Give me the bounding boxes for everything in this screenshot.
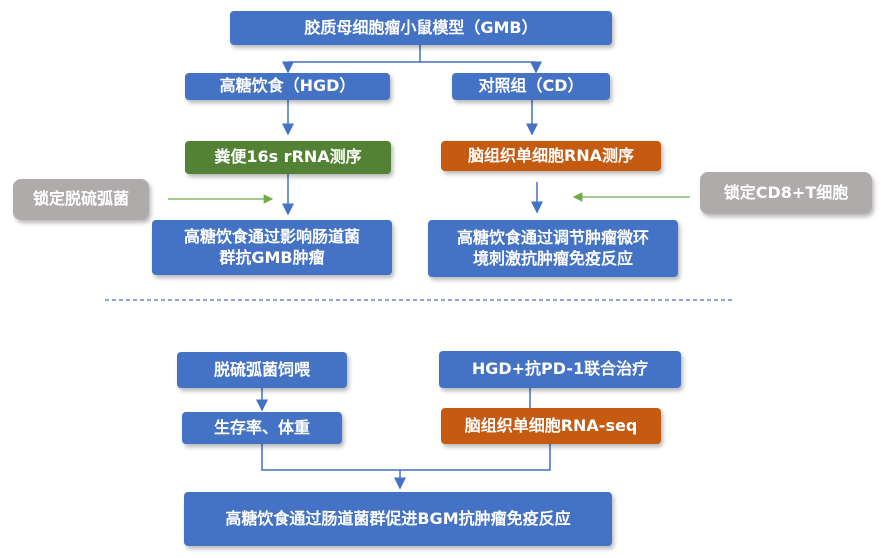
brain-rnaseq-label: 脑组织单细胞RNA-seq — [464, 415, 638, 435]
combo-therapy-box: HGD+抗PD-1联合治疗 — [439, 351, 681, 388]
tumor-microenvironment-conclusion-box: 高糖饮食通过调节肿瘤微环 境刺激抗肿瘤免疫反应 — [428, 220, 678, 277]
tumor-microenvironment-conclusion-line2: 境刺激抗肿瘤免疫反应 — [472, 248, 633, 268]
brain-rnaseq-box: 脑组织单细胞RNA-seq — [441, 408, 661, 444]
survival-weight-box: 生存率、体重 — [182, 412, 342, 444]
desulfovibrio-label-box: 锁定脱硫弧菌 — [13, 179, 149, 220]
16s-sequencing-label: 粪便16s rRNA测序 — [214, 147, 362, 167]
desulfovibrio-feeding-label: 脱硫弧菌饲喂 — [213, 359, 310, 379]
cd8-t-cell-label: 锁定CD8+T细胞 — [723, 182, 849, 202]
survival-weight-label: 生存率、体重 — [213, 417, 310, 437]
hgd-group-box: 高糖饮食（HGD） — [185, 73, 390, 100]
title-text: 胶质母细胞瘤小鼠模型（GMB） — [304, 17, 538, 37]
cd-group-label: 对照组（CD） — [478, 76, 584, 96]
final-conclusion-label: 高糖饮食通过肠道菌群促进BGM抗肿瘤免疫反应 — [225, 508, 571, 528]
desulfovibrio-feeding-box: 脱硫弧菌饲喂 — [177, 352, 347, 388]
single-cell-rnaseq-box: 脑组织单细胞RNA测序 — [441, 141, 661, 171]
single-cell-rnaseq-label: 脑组织单细胞RNA测序 — [467, 145, 635, 165]
gut-microbiota-conclusion-line1: 高糖饮食通过影响肠道菌 — [183, 226, 360, 246]
tumor-microenvironment-conclusion-line1: 高糖饮食通过调节肿瘤微环 — [456, 227, 649, 247]
merge-connector — [261, 444, 551, 471]
hgd-group-label: 高糖饮食（HGD） — [219, 76, 356, 96]
cd8-t-cell-label-box: 锁定CD8+T细胞 — [700, 172, 872, 214]
gut-microbiota-conclusion-line2: 群抗GMB肿瘤 — [219, 247, 325, 267]
combo-therapy-label: HGD+抗PD-1联合治疗 — [471, 359, 649, 379]
cd-group-box: 对照组（CD） — [452, 73, 610, 100]
desulfovibrio-label: 锁定脱硫弧菌 — [32, 189, 129, 209]
16s-sequencing-box: 粪便16s rRNA测序 — [185, 141, 391, 174]
title-box: 胶质母细胞瘤小鼠模型（GMB） — [230, 11, 612, 45]
final-conclusion-box: 高糖饮食通过肠道菌群促进BGM抗肿瘤免疫反应 — [184, 492, 612, 546]
title-split-connector — [288, 45, 536, 63]
gut-microbiota-conclusion-box: 高糖饮食通过影响肠道菌 群抗GMB肿瘤 — [152, 220, 392, 275]
